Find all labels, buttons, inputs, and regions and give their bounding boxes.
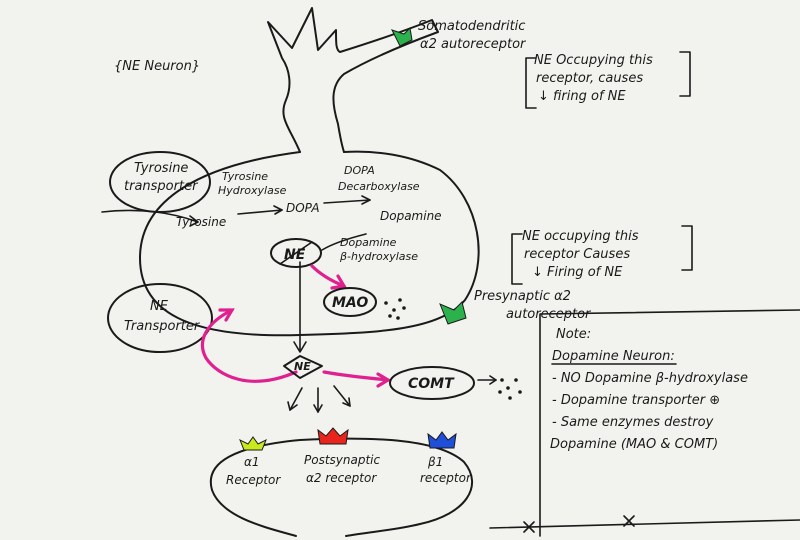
ne-oval-label: NE [284,247,306,263]
somato-line2: α2 autoreceptor [420,37,527,52]
somato-line1: Somatodendritic [418,19,525,34]
note-box-item: - Same enzymes destroy [552,415,714,430]
note-box-heading: Dopamine Neuron: [552,349,675,364]
ne-cleft-diamond [283,355,323,379]
ne-transporter-oval [107,283,213,353]
x-mark [523,521,535,533]
molecule-dopamine: Dopamine [380,209,442,223]
ne-oval [270,238,322,268]
note-mid-line2: receptor Causes [524,247,630,262]
note-mid-bracket-right [681,225,693,271]
ne-transporter-line2: Transporter [124,319,201,334]
note-box-item: - NO Dopamine β-hydroxylase [552,371,748,386]
enzyme-dbh-line1: Dopamine [340,236,397,249]
x-mark [623,515,635,527]
mao-label: MAO [332,295,368,311]
tyrosine-uptake-arrow [101,209,199,223]
note-box-title: Note: [556,327,591,342]
beta1-receptor [427,431,457,449]
neuron-soma [139,150,480,337]
note-top-line2: receptor, causes [536,71,643,86]
enzyme-th-line1: Tyrosine [222,170,268,183]
enzyme-ddc-line1: DOPA [344,164,375,177]
note-box-border [539,309,800,537]
comt-label: COMT [408,376,455,392]
neuron-outline [267,7,439,153]
note-top-line1: NE Occupying this [534,53,653,68]
molecule-tyrosine: Tyrosine [176,215,226,229]
note-top-line3: ↓ firing of NE [538,89,626,104]
ne-reuptake-arrow [200,308,298,383]
ne-cleft-label: NE [294,360,311,373]
note-mid-bracket-left [511,233,523,285]
ne-diffusion-arrows [287,385,351,413]
note-mid-line3: ↓ Firing of NE [532,265,623,280]
comt-oval [389,366,475,400]
enzyme-dbh-line2: β-hydroxylase [339,250,418,263]
enzyme-th-line2: Hydroxylase [218,184,287,197]
alpha1-line1: α1 [244,455,260,469]
alpha2-line1: Postsynaptic [304,453,381,467]
alpha1-line2: Receptor [226,473,281,487]
note-box-item: Dopamine (MAO & COMT) [550,437,718,452]
alpha2-line2: α2 receptor [306,471,377,485]
mao-oval [323,287,377,317]
note-mid-line1: NE occupying this [522,229,639,244]
neuron-label: {NE Neuron} [114,59,200,74]
bottom-baseline [489,519,800,529]
note-box-item: - Dopamine transporter ⊕ [552,393,720,408]
note-top-bracket-right [679,51,691,97]
beta1-line1: β1 [427,455,443,469]
enzyme-ddc-line2: Decarboxylase [338,180,420,193]
presynaptic-receptor [439,301,467,325]
somatodendritic-receptor [391,26,413,47]
tyrosine-transporter-line1: Tyrosine [134,161,188,176]
postsynaptic-alpha2-receptor [317,427,349,445]
presynaptic-line1: Presynaptic α2 [474,289,571,304]
mao-metabolite-dots [384,298,406,320]
note-top-bracket-left [525,57,537,109]
tyrosine-transporter-line2: transporter [124,179,199,194]
molecule-dopa: DOPA [286,201,320,215]
postsynaptic-cell [209,437,474,537]
ne-to-comt-arrow [322,370,390,382]
ne-transporter-line1: NE [150,299,169,314]
alpha1-receptor [239,436,267,451]
beta1-line2: receptor [420,471,472,485]
comt-metabolite-dots [498,378,522,400]
